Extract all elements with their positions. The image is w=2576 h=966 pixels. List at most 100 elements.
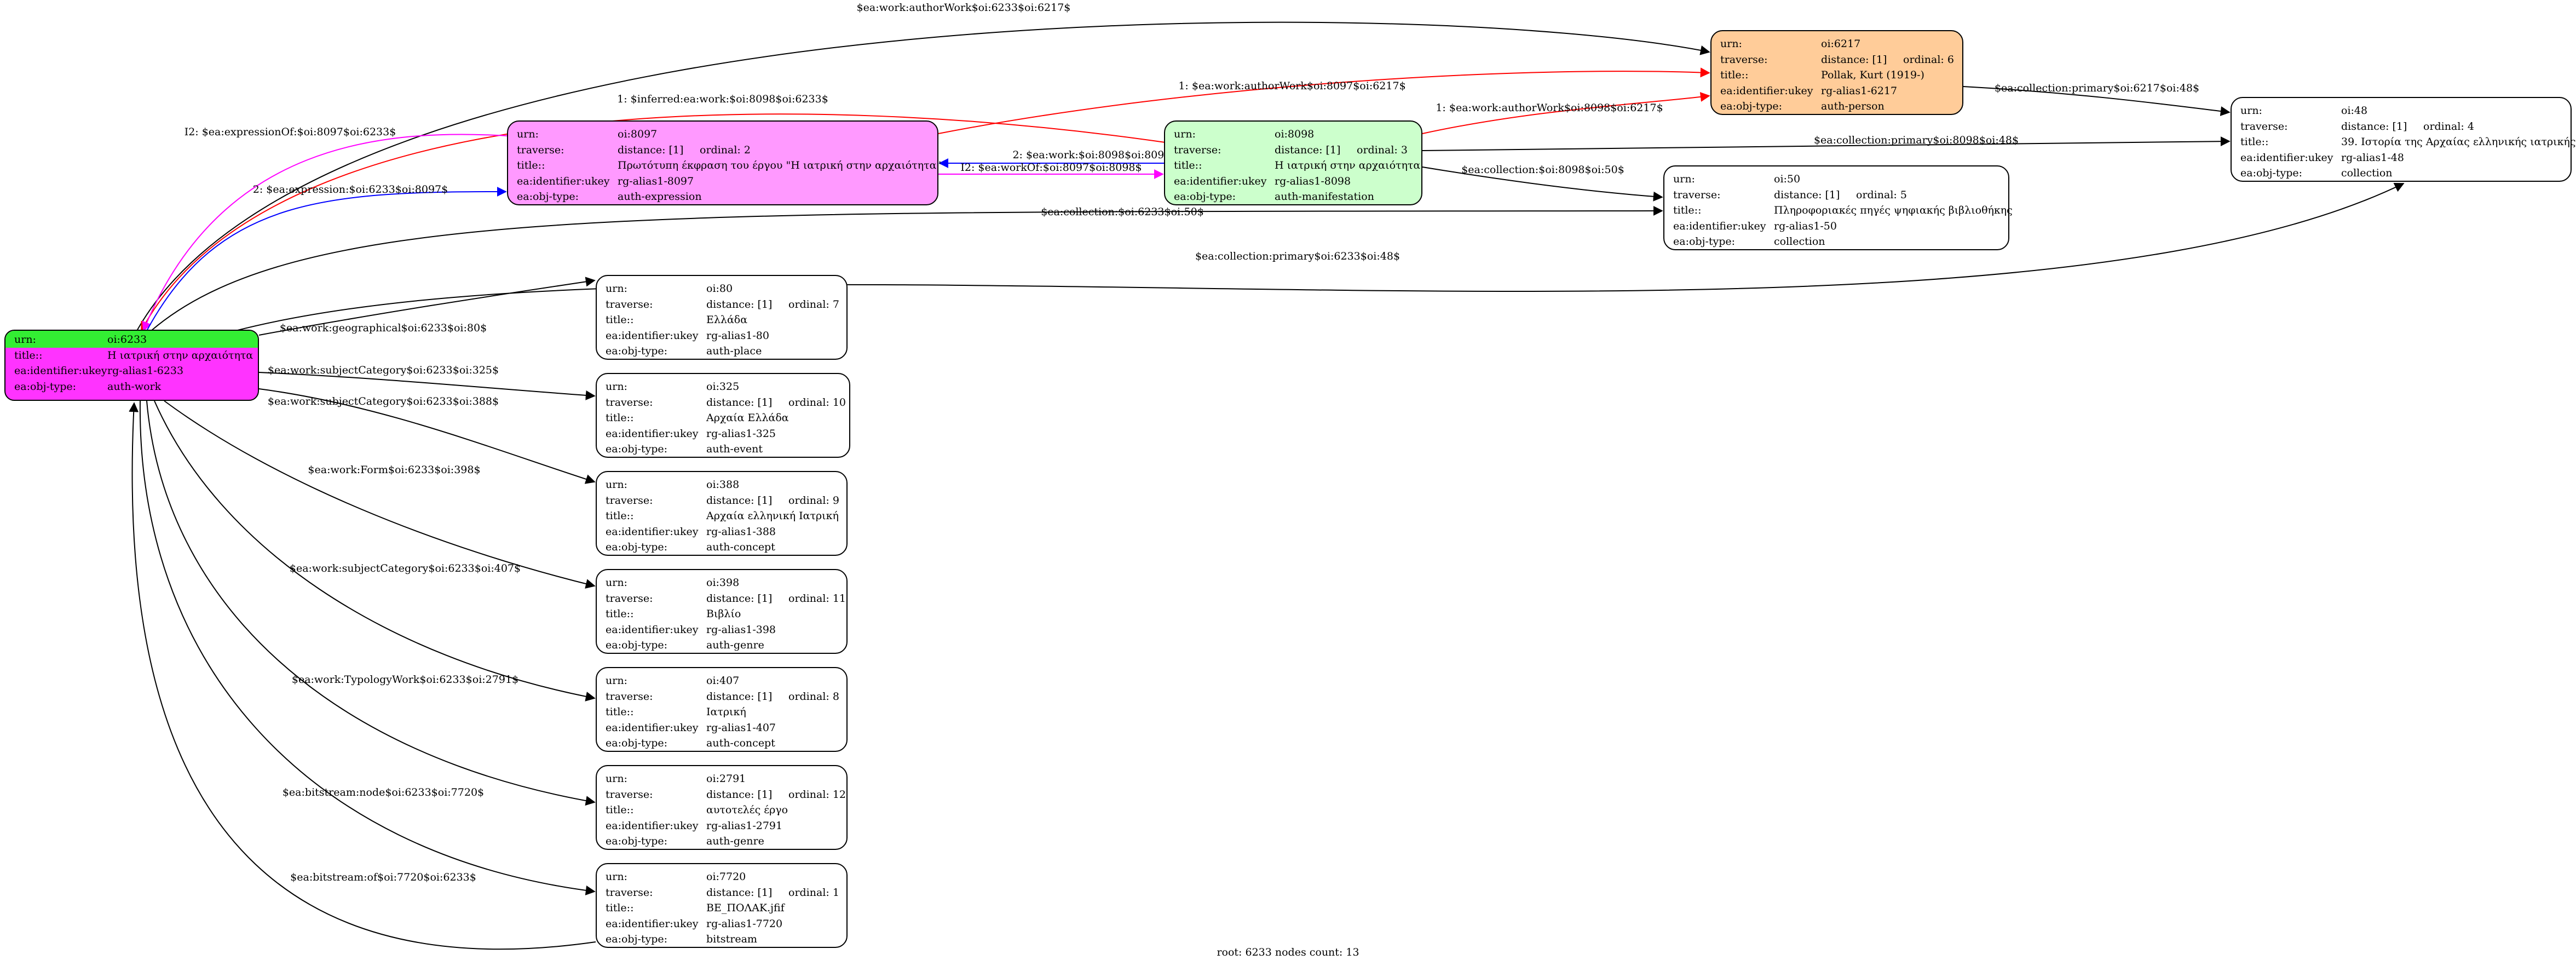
node-traverse-row: traverse:distance: [1]ordinal: 12 — [606, 787, 846, 803]
node-objtype-row: ea:obj-type:auth-genre — [606, 637, 840, 653]
footer-summary: root: 6233 nodes count: 13 — [1217, 946, 1359, 958]
node-ukey: rg-alias1-8097 — [618, 175, 694, 187]
edge-line — [129, 402, 596, 950]
node-ordinal: ordinal: 12 — [788, 788, 846, 801]
node-traverse-row: traverse:distance: [1]ordinal: 4 — [2240, 119, 2564, 135]
node-ukey: rg-alias1-2791 — [706, 819, 783, 832]
edge-line — [258, 277, 596, 336]
node-title-row: title::Αρχαία ελληνική Ιατρική — [606, 508, 840, 524]
node-urn-row: urn:oi:407 — [606, 673, 840, 689]
node-ukey: rg-alias1-80 — [706, 329, 769, 342]
node-objtype: auth-manifestation — [1275, 191, 1374, 203]
node-ukey: rg-alias1-8098 — [1275, 175, 1351, 187]
edge-workof: I2: $ea:workOf:$oi:8097$oi:8098$ — [938, 162, 1164, 179]
node-distance: distance: [1] — [706, 494, 773, 507]
node-traverse: distance: [1]ordinal: 7 — [706, 297, 840, 313]
node-ordinal: ordinal: 6 — [1903, 53, 1954, 66]
node-traverse: distance: [1]ordinal: 3 — [1275, 142, 1415, 158]
edge-typ: $ea:work:TypologyWork$oi:6233$oi:2791$ — [146, 400, 596, 806]
node-traverse-row: traverse:distance: [1]ordinal: 3 — [1174, 142, 1415, 158]
node-title-row: title::Pollak, Kurt (1919-) — [1720, 67, 1956, 83]
node-root-6233[interactable]: urn:oi:6233 title::Η ιατρική στην αρχαιό… — [4, 330, 259, 401]
node-traverse-row: traverse:distance: [1]ordinal: 5 — [1673, 187, 2002, 203]
edge-authorwork: $ea:work:authorWork$oi:6233$oi:6217$ — [136, 2, 1710, 331]
node-objtype: auth-genre — [706, 639, 764, 651]
node-objtype-row: ea:obj-type:auth-event — [606, 441, 843, 457]
node-objtype-row: ea:obj-type:auth-person — [1720, 99, 1956, 114]
edge-aw8098: 1: $ea:work:authorWork$oi:8098$oi:6217$ — [1422, 92, 1710, 134]
node-urn-row: urn:oi:50 — [1673, 171, 2002, 187]
edge-bsof: $ea:bitstream:of$oi:7720$oi:6233$ — [129, 402, 596, 950]
node-objtype: auth-expression — [618, 191, 702, 203]
node-traverse-row: traverse:distance: [1]ordinal: 11 — [606, 591, 846, 607]
node-traverse: distance: [1]ordinal: 2 — [618, 142, 931, 158]
edge-geo: $ea:work:geographical$oi:6233$oi:80$ — [258, 277, 596, 336]
node-traverse: distance: [1]ordinal: 1 — [706, 885, 840, 901]
node-title-row: title::Πληροφοριακές πηγές ψηφιακής βιβλ… — [1673, 203, 2013, 219]
edge-c6233: $ea:collection:$oi:6233$oi:50$ — [151, 206, 1663, 331]
edge-label: $ea:collection:primary$oi:6217$oi:48$ — [1995, 82, 2199, 94]
node-title: BE_ΠΟΛΑΚ.jfif — [706, 902, 785, 914]
node-objtype: auth-event — [706, 443, 763, 455]
edge-label: $ea:work:Form$oi:6233$oi:398$ — [308, 464, 480, 476]
node-urn: oi:388 — [706, 479, 740, 491]
edge-line — [136, 21, 1710, 331]
node-title-row: title::Πρωτότυπη έκφραση του έργου "Η ια… — [517, 158, 941, 174]
node-distance: distance: [1] — [706, 298, 773, 311]
node-title: Βιβλίο — [706, 608, 741, 620]
edge-line — [146, 187, 507, 331]
node-ordinal: ordinal: 5 — [1856, 188, 1907, 201]
edge-exprof: I2: $ea:expressionOf:$oi:8097$oi:6233$ — [142, 126, 508, 332]
node-urn: oi:325 — [706, 381, 740, 393]
node-ukey: rg-alias1-407 — [706, 721, 776, 734]
node-urn: oi:407 — [706, 675, 740, 687]
node-urn-row: urn:oi:2791 — [606, 771, 840, 787]
edge-label: $ea:work:subjectCategory$oi:6233$oi:325$ — [268, 364, 499, 376]
node-ukey: rg-alias1-398 — [706, 623, 776, 636]
edge-line — [1963, 86, 2231, 116]
node-title: Pollak, Kurt (1919-) — [1821, 69, 1924, 81]
node-ukey: rg-alias1-50 — [1774, 220, 1837, 232]
node-title-row: title::Ιατρική — [606, 704, 840, 720]
edge-label: $ea:work:geographical$oi:6233$oi:80$ — [280, 322, 487, 334]
node-traverse-row: traverse:distance: [1]ordinal: 7 — [606, 297, 840, 313]
node-distance: distance: [1] — [706, 690, 773, 703]
edge-sc388: $ea:work:subjectCategory$oi:6233$oi:388$ — [258, 388, 596, 484]
edge-line — [139, 400, 596, 895]
node-urn: oi:48 — [2341, 105, 2368, 117]
node-distance: distance: [1] — [706, 592, 773, 605]
node-urn-row: urn:oi:388 — [606, 477, 840, 493]
node-distance: distance: [1] — [2341, 120, 2407, 133]
node-ordinal: ordinal: 1 — [788, 886, 839, 899]
edge-line — [1422, 92, 1710, 134]
node-title: Ελλάδα — [706, 314, 748, 326]
node-ordinal: ordinal: 10 — [788, 396, 846, 409]
node-urn-row: urn:oi:80 — [606, 281, 840, 297]
node-objtype-row: ea:obj-type:auth-expression — [517, 189, 931, 205]
node-traverse: distance: [1]ordinal: 12 — [706, 787, 846, 803]
node-traverse-row: traverse:distance: [1]ordinal: 10 — [606, 395, 846, 411]
node-urn: oi:8097 — [618, 128, 658, 140]
node-title-row: title::BE_ΠΟΛΑΚ.jfif — [606, 900, 840, 916]
node-title: Αρχαία Ελλάδα — [706, 412, 789, 424]
